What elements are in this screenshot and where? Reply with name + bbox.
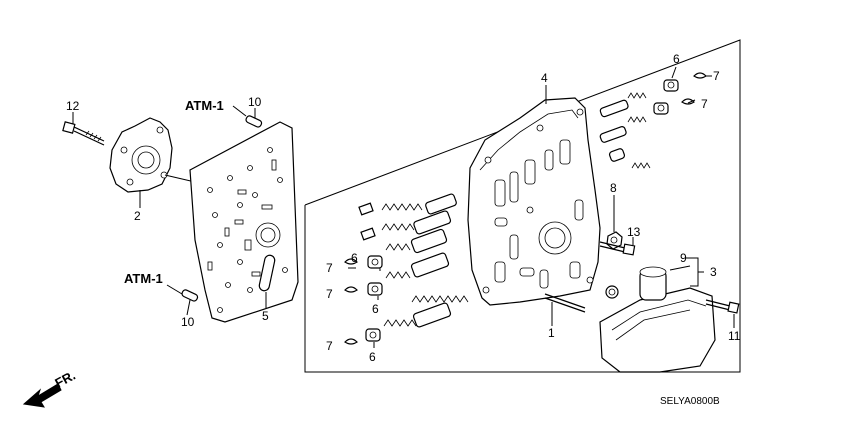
callout-9: 9 xyxy=(680,251,687,265)
part-clip-7c xyxy=(344,338,358,345)
part-strainer-3 xyxy=(599,266,716,373)
callout-1: 1 xyxy=(548,326,555,340)
part-bolt-11 xyxy=(705,299,740,314)
callout-7-left-b: 7 xyxy=(326,287,333,301)
valve-row-5 xyxy=(383,302,452,328)
callout-7-top-a: 7 xyxy=(713,69,720,83)
part-sleeve-6b xyxy=(367,282,383,296)
reference-atm1-top: ATM-1 xyxy=(185,98,224,113)
valve-row-1 xyxy=(381,193,457,215)
part-clip-7e xyxy=(681,98,695,105)
part-separator-plate xyxy=(189,121,299,323)
part-oil-pump-2 xyxy=(109,117,196,193)
valve-row-3 xyxy=(385,228,448,254)
part-pin-10-bottom xyxy=(181,289,199,302)
part-sleeve-6d xyxy=(663,79,679,92)
callout-2: 2 xyxy=(134,209,141,223)
leader-lines xyxy=(72,66,735,348)
valve-upper-right-3 xyxy=(608,148,651,169)
callout-12: 12 xyxy=(66,99,80,113)
reference-atm1-bottom: ATM-1 xyxy=(124,271,163,286)
valve-row-2 xyxy=(381,210,452,235)
valve-row-4 xyxy=(385,252,450,279)
callout-6-left-a: 6 xyxy=(351,251,358,265)
part-bolt-13 xyxy=(599,241,636,256)
callout-7-left-c: 7 xyxy=(326,339,333,353)
callout-7-left-a: 7 xyxy=(326,261,333,275)
front-direction-arrow-icon xyxy=(22,383,62,408)
callout-3: 3 xyxy=(710,265,717,279)
callout-10-bottom: 10 xyxy=(181,315,195,329)
part-sleeve-6e xyxy=(653,102,669,115)
callout-11: 11 xyxy=(728,329,741,343)
part-bolt-12 xyxy=(62,121,105,146)
assembly-frame xyxy=(304,39,741,373)
callout-4: 4 xyxy=(541,71,548,85)
part-5 xyxy=(258,254,276,308)
callout-8: 8 xyxy=(610,181,617,195)
callout-6-top-a: 6 xyxy=(673,52,680,66)
callout-7-top-b: 7 xyxy=(701,97,708,111)
clip-plates-left xyxy=(358,202,376,241)
part-clip-7d xyxy=(693,72,707,79)
callout-5: 5 xyxy=(262,309,269,323)
callout-10-top: 10 xyxy=(248,95,262,109)
part-pin-10-top xyxy=(245,115,263,128)
callout-13: 13 xyxy=(627,225,641,239)
callout-6-left-c: 6 xyxy=(369,350,376,364)
valve-row-6 xyxy=(411,295,469,303)
part-sleeve-6c xyxy=(365,328,381,342)
part-main-valve-body-4 xyxy=(467,97,601,306)
part-clip-7b xyxy=(344,286,358,293)
part-sleeve-6a xyxy=(367,255,383,269)
drawing-code: SELYA0800B xyxy=(660,396,720,407)
callout-6-left-b: 6 xyxy=(372,302,379,316)
valve-upper-right-2 xyxy=(599,116,647,143)
part-clip-7a xyxy=(344,258,358,265)
valve-upper-right-1 xyxy=(599,92,647,118)
part-pin-1 xyxy=(544,293,586,313)
